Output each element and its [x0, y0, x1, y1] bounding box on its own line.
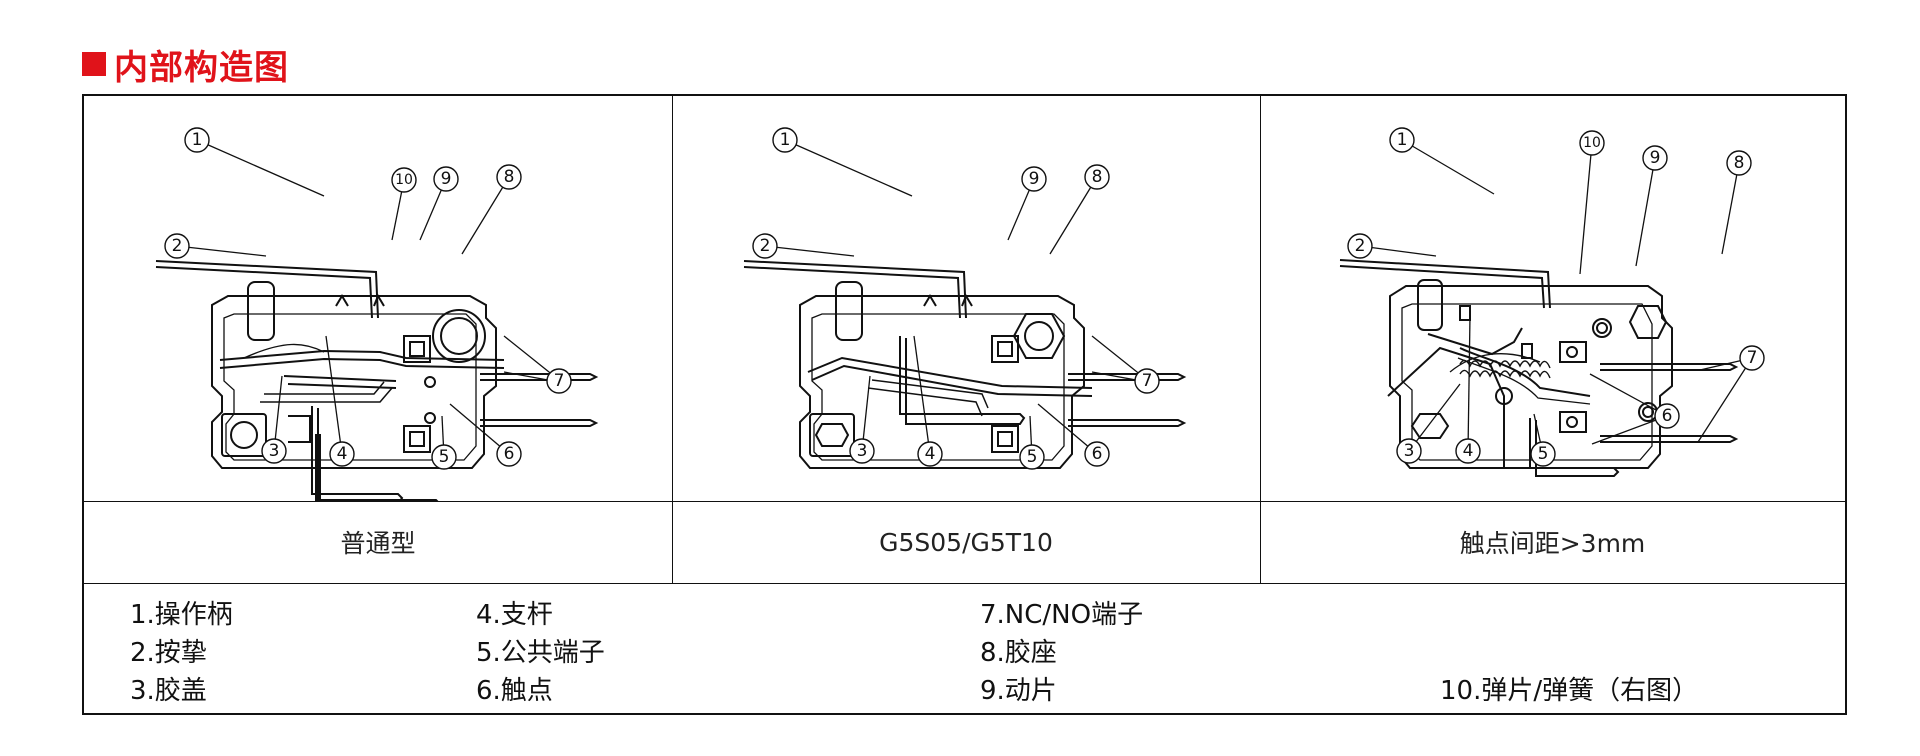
legend-item: 1.操作柄: [130, 600, 233, 630]
callout-9: 9: [1029, 169, 1040, 189]
callout-8: 8: [1734, 153, 1745, 173]
diagram-panel-gap: 1 2 3 4 5 6 7 8 9 10: [1260, 96, 1845, 501]
structure-table: 1 2 3 4 5 6 7 8 9 10 普通型: [82, 94, 1847, 715]
section-heading: 内部构造图: [82, 44, 289, 88]
callout-6: 6: [1662, 406, 1673, 426]
caption-g5s05: G5S05/G5T10: [879, 527, 1053, 557]
callout-7: 7: [1142, 371, 1153, 391]
legend-item: 6.触点: [476, 676, 553, 706]
legend-item: 9.动片: [980, 676, 1057, 706]
callout-8: 8: [1092, 167, 1103, 187]
row-divider: [84, 501, 1845, 502]
legend-item: 10.弹片/弹簧（右图）: [1440, 676, 1699, 706]
column-divider: [1260, 96, 1261, 583]
callout-6: 6: [1092, 444, 1103, 464]
caption-standard: 普通型: [340, 529, 416, 558]
switch-diagram-standard: 1 2 3 4 5 6 7 8 9 10: [155, 127, 599, 501]
callout-2: 2: [760, 236, 771, 256]
callout-5: 5: [439, 447, 450, 467]
callout-7: 7: [554, 371, 565, 391]
callout-2: 2: [1355, 236, 1366, 256]
legend-item: 4.支杆: [476, 600, 553, 630]
callout-9: 9: [441, 169, 452, 189]
callout-3: 3: [857, 441, 868, 461]
callout-1: 1: [1397, 130, 1408, 150]
callout-10: 10: [395, 172, 413, 188]
callout-9: 9: [1650, 148, 1661, 168]
callout-4: 4: [1463, 441, 1474, 461]
callout-1: 1: [192, 130, 203, 150]
callout-10: 10: [1583, 135, 1601, 151]
callout-7: 7: [1747, 348, 1758, 368]
callout-4: 4: [925, 444, 936, 464]
legend-item: 5.公共端子: [476, 638, 605, 668]
diagram-panel-g5s05: 1 2 3 4 5 6 7 8 9: [672, 96, 1260, 501]
legend-item: 2.按挚: [130, 638, 207, 668]
callout-6: 6: [504, 444, 515, 464]
row-divider: [84, 583, 1845, 584]
callout-3: 3: [1404, 441, 1415, 461]
callout-4: 4: [337, 444, 348, 464]
switch-diagram-g5s05: 1 2 3 4 5 6 7 8 9: [743, 127, 1187, 470]
legend-item: 7.NC/NO端子: [980, 600, 1144, 630]
caption-contact-gap: 触点间距>3mm: [1459, 529, 1646, 558]
heading-title: 内部构造图: [114, 47, 289, 88]
heading-square-icon: [82, 52, 106, 76]
callout-5: 5: [1027, 447, 1038, 467]
callout-5: 5: [1538, 444, 1549, 464]
legend-item: 3.胶盖: [130, 676, 207, 706]
callout-2: 2: [172, 236, 183, 256]
legend-item: 8.胶座: [980, 638, 1057, 668]
column-divider: [672, 96, 673, 583]
switch-diagram-gap: 1 2 3 4 5 6 7 8 9 10: [1339, 127, 1765, 477]
diagram-panel-standard: 1 2 3 4 5 6 7 8 9 10: [84, 96, 672, 501]
callout-1: 1: [780, 130, 791, 150]
callout-3: 3: [269, 441, 280, 461]
callout-8: 8: [504, 167, 515, 187]
